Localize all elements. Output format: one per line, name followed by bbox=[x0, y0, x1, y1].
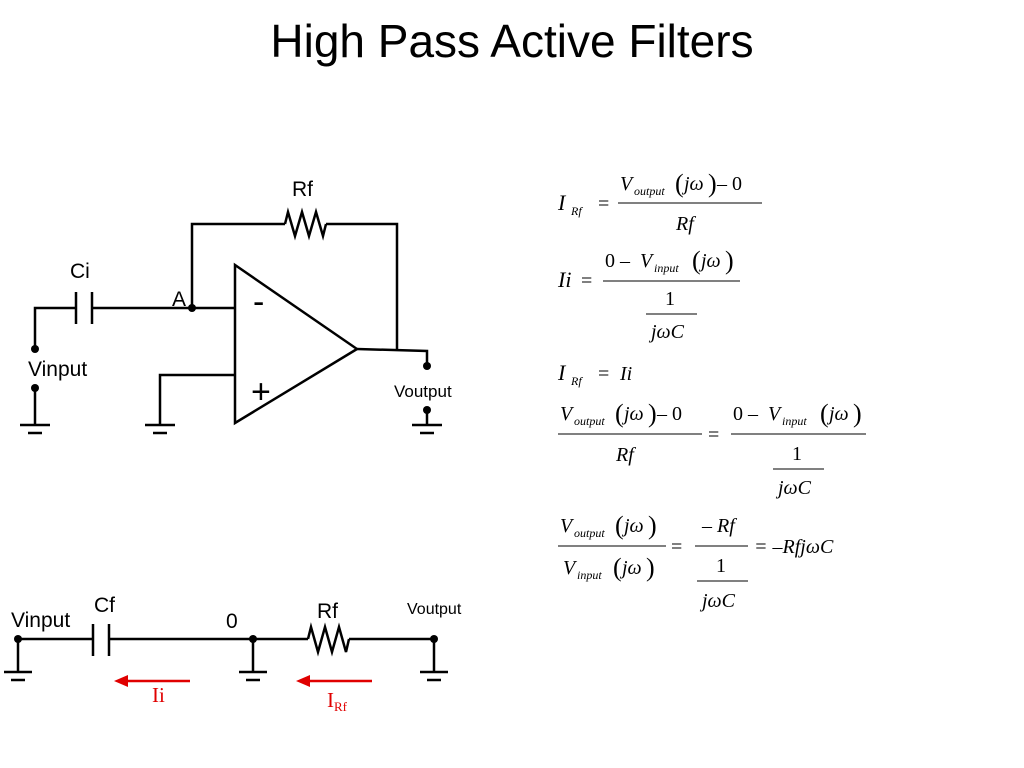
svg-text:input: input bbox=[782, 414, 807, 428]
rf2-resistor bbox=[306, 622, 351, 657]
equation-2: Ii = 0 – V input ( jω ) 1 jωC bbox=[557, 246, 740, 343]
svg-text:output: output bbox=[634, 184, 665, 198]
svg-text:jωC: jωC bbox=[699, 590, 736, 612]
voutput-node-top bbox=[423, 362, 431, 370]
svg-text:1: 1 bbox=[792, 443, 802, 465]
svg-text:output: output bbox=[574, 526, 605, 540]
svg-text:jω: jω bbox=[621, 403, 644, 425]
svg-text:=: = bbox=[581, 270, 592, 292]
svg-text:Rf: Rf bbox=[570, 374, 583, 388]
rf-resistor bbox=[283, 207, 328, 241]
svg-text:output: output bbox=[574, 414, 605, 428]
svg-text:jω: jω bbox=[619, 557, 642, 579]
svg-text:Rf: Rf bbox=[615, 444, 636, 466]
opamp-triangle bbox=[233, 262, 360, 426]
svg-text:1: 1 bbox=[665, 288, 675, 310]
svg-text:0 –: 0 – bbox=[733, 403, 759, 425]
svg-text:Rf: Rf bbox=[675, 213, 696, 235]
svg-text:1: 1 bbox=[716, 555, 726, 577]
svg-text:jω: jω bbox=[681, 173, 704, 195]
svg-text:– 0: – 0 bbox=[716, 173, 742, 195]
svg-text:jωC: jωC bbox=[775, 477, 812, 499]
equation-1: I Rf = V output ( jω ) – 0 Rf bbox=[557, 169, 762, 235]
svg-text:– Rf: – Rf bbox=[701, 515, 737, 537]
svg-text:=: = bbox=[671, 536, 682, 558]
svg-text:jω: jω bbox=[826, 403, 849, 425]
output-wire bbox=[356, 347, 429, 366]
svg-text:– 0: – 0 bbox=[656, 403, 682, 425]
svg-text:(: ( bbox=[613, 553, 622, 582]
ci-label: Ci bbox=[70, 260, 90, 283]
svg-text:(: ( bbox=[675, 169, 684, 198]
opamp-circuit: Rf Ci A - + Vinput Voutput bbox=[20, 178, 452, 435]
cf-label: Cf bbox=[94, 594, 115, 617]
equation-4: V output ( jω ) – 0 Rf = 0 – V input ( j… bbox=[558, 399, 866, 499]
svg-text:): ) bbox=[648, 511, 657, 540]
svg-text:jω: jω bbox=[621, 515, 644, 537]
minus-label: - bbox=[253, 283, 264, 321]
svg-text:input: input bbox=[654, 261, 679, 275]
plus-label: + bbox=[251, 373, 271, 411]
svg-text:Ii: Ii bbox=[557, 267, 571, 292]
rf-label: Rf bbox=[292, 178, 313, 201]
vinput-label: Vinput bbox=[28, 358, 87, 381]
svg-text:V: V bbox=[768, 403, 783, 425]
svg-text:I: I bbox=[557, 360, 567, 385]
svg-text:(: ( bbox=[692, 246, 701, 275]
svg-text:V: V bbox=[640, 250, 655, 272]
svg-text:=: = bbox=[598, 363, 609, 385]
svg-text:(: ( bbox=[615, 399, 624, 428]
vinput2-label: Vinput bbox=[11, 609, 70, 632]
svg-text:Rf: Rf bbox=[570, 204, 583, 218]
node-zero-label: 0 bbox=[226, 610, 238, 633]
voutput-label: Voutput bbox=[394, 382, 452, 401]
svg-text:I: I bbox=[557, 190, 567, 215]
ii-label: Ii bbox=[152, 683, 165, 707]
svg-text:jωC: jωC bbox=[648, 321, 685, 343]
svg-text:): ) bbox=[853, 399, 862, 428]
svg-text:): ) bbox=[646, 553, 655, 582]
svg-text:=: = bbox=[598, 193, 609, 215]
svg-text:0 –: 0 – bbox=[605, 250, 631, 272]
svg-text:=: = bbox=[708, 424, 719, 446]
svg-text:jω: jω bbox=[698, 250, 721, 272]
svg-text:input: input bbox=[577, 568, 602, 582]
equation-5: V output ( jω ) V input ( jω ) = – Rf 1 … bbox=[558, 511, 834, 612]
equation-3: I Rf = Ii bbox=[557, 360, 632, 388]
feedback-wire-right bbox=[326, 222, 399, 350]
equations: I Rf = V output ( jω ) – 0 Rf Ii = 0 – V… bbox=[557, 169, 866, 612]
rf2-label: Rf bbox=[317, 600, 338, 623]
vinput-node-top bbox=[31, 345, 39, 353]
svg-text:V: V bbox=[560, 515, 575, 537]
svg-text:(: ( bbox=[615, 511, 624, 540]
irf-label: IRf bbox=[327, 688, 348, 714]
feedback-wire bbox=[190, 222, 285, 308]
page-title: High Pass Active Filters bbox=[270, 15, 754, 67]
node-a-label: A bbox=[172, 288, 186, 311]
voutput2-label: Voutput bbox=[407, 601, 462, 618]
svg-text:= –RfjωC: = –RfjωC bbox=[754, 536, 834, 558]
svg-text:): ) bbox=[708, 169, 717, 198]
svg-text:V: V bbox=[560, 403, 575, 425]
noninverting-input-wire bbox=[158, 373, 235, 425]
svg-text:V: V bbox=[563, 557, 578, 579]
svg-text:(: ( bbox=[820, 399, 829, 428]
svg-text:V: V bbox=[620, 173, 635, 195]
svg-text:Ii: Ii bbox=[619, 363, 632, 385]
equivalent-circuit: Vinput Cf 0 Rf Voutput Ii IRf bbox=[4, 594, 462, 714]
svg-text:): ) bbox=[725, 246, 734, 275]
svg-text:): ) bbox=[648, 399, 657, 428]
